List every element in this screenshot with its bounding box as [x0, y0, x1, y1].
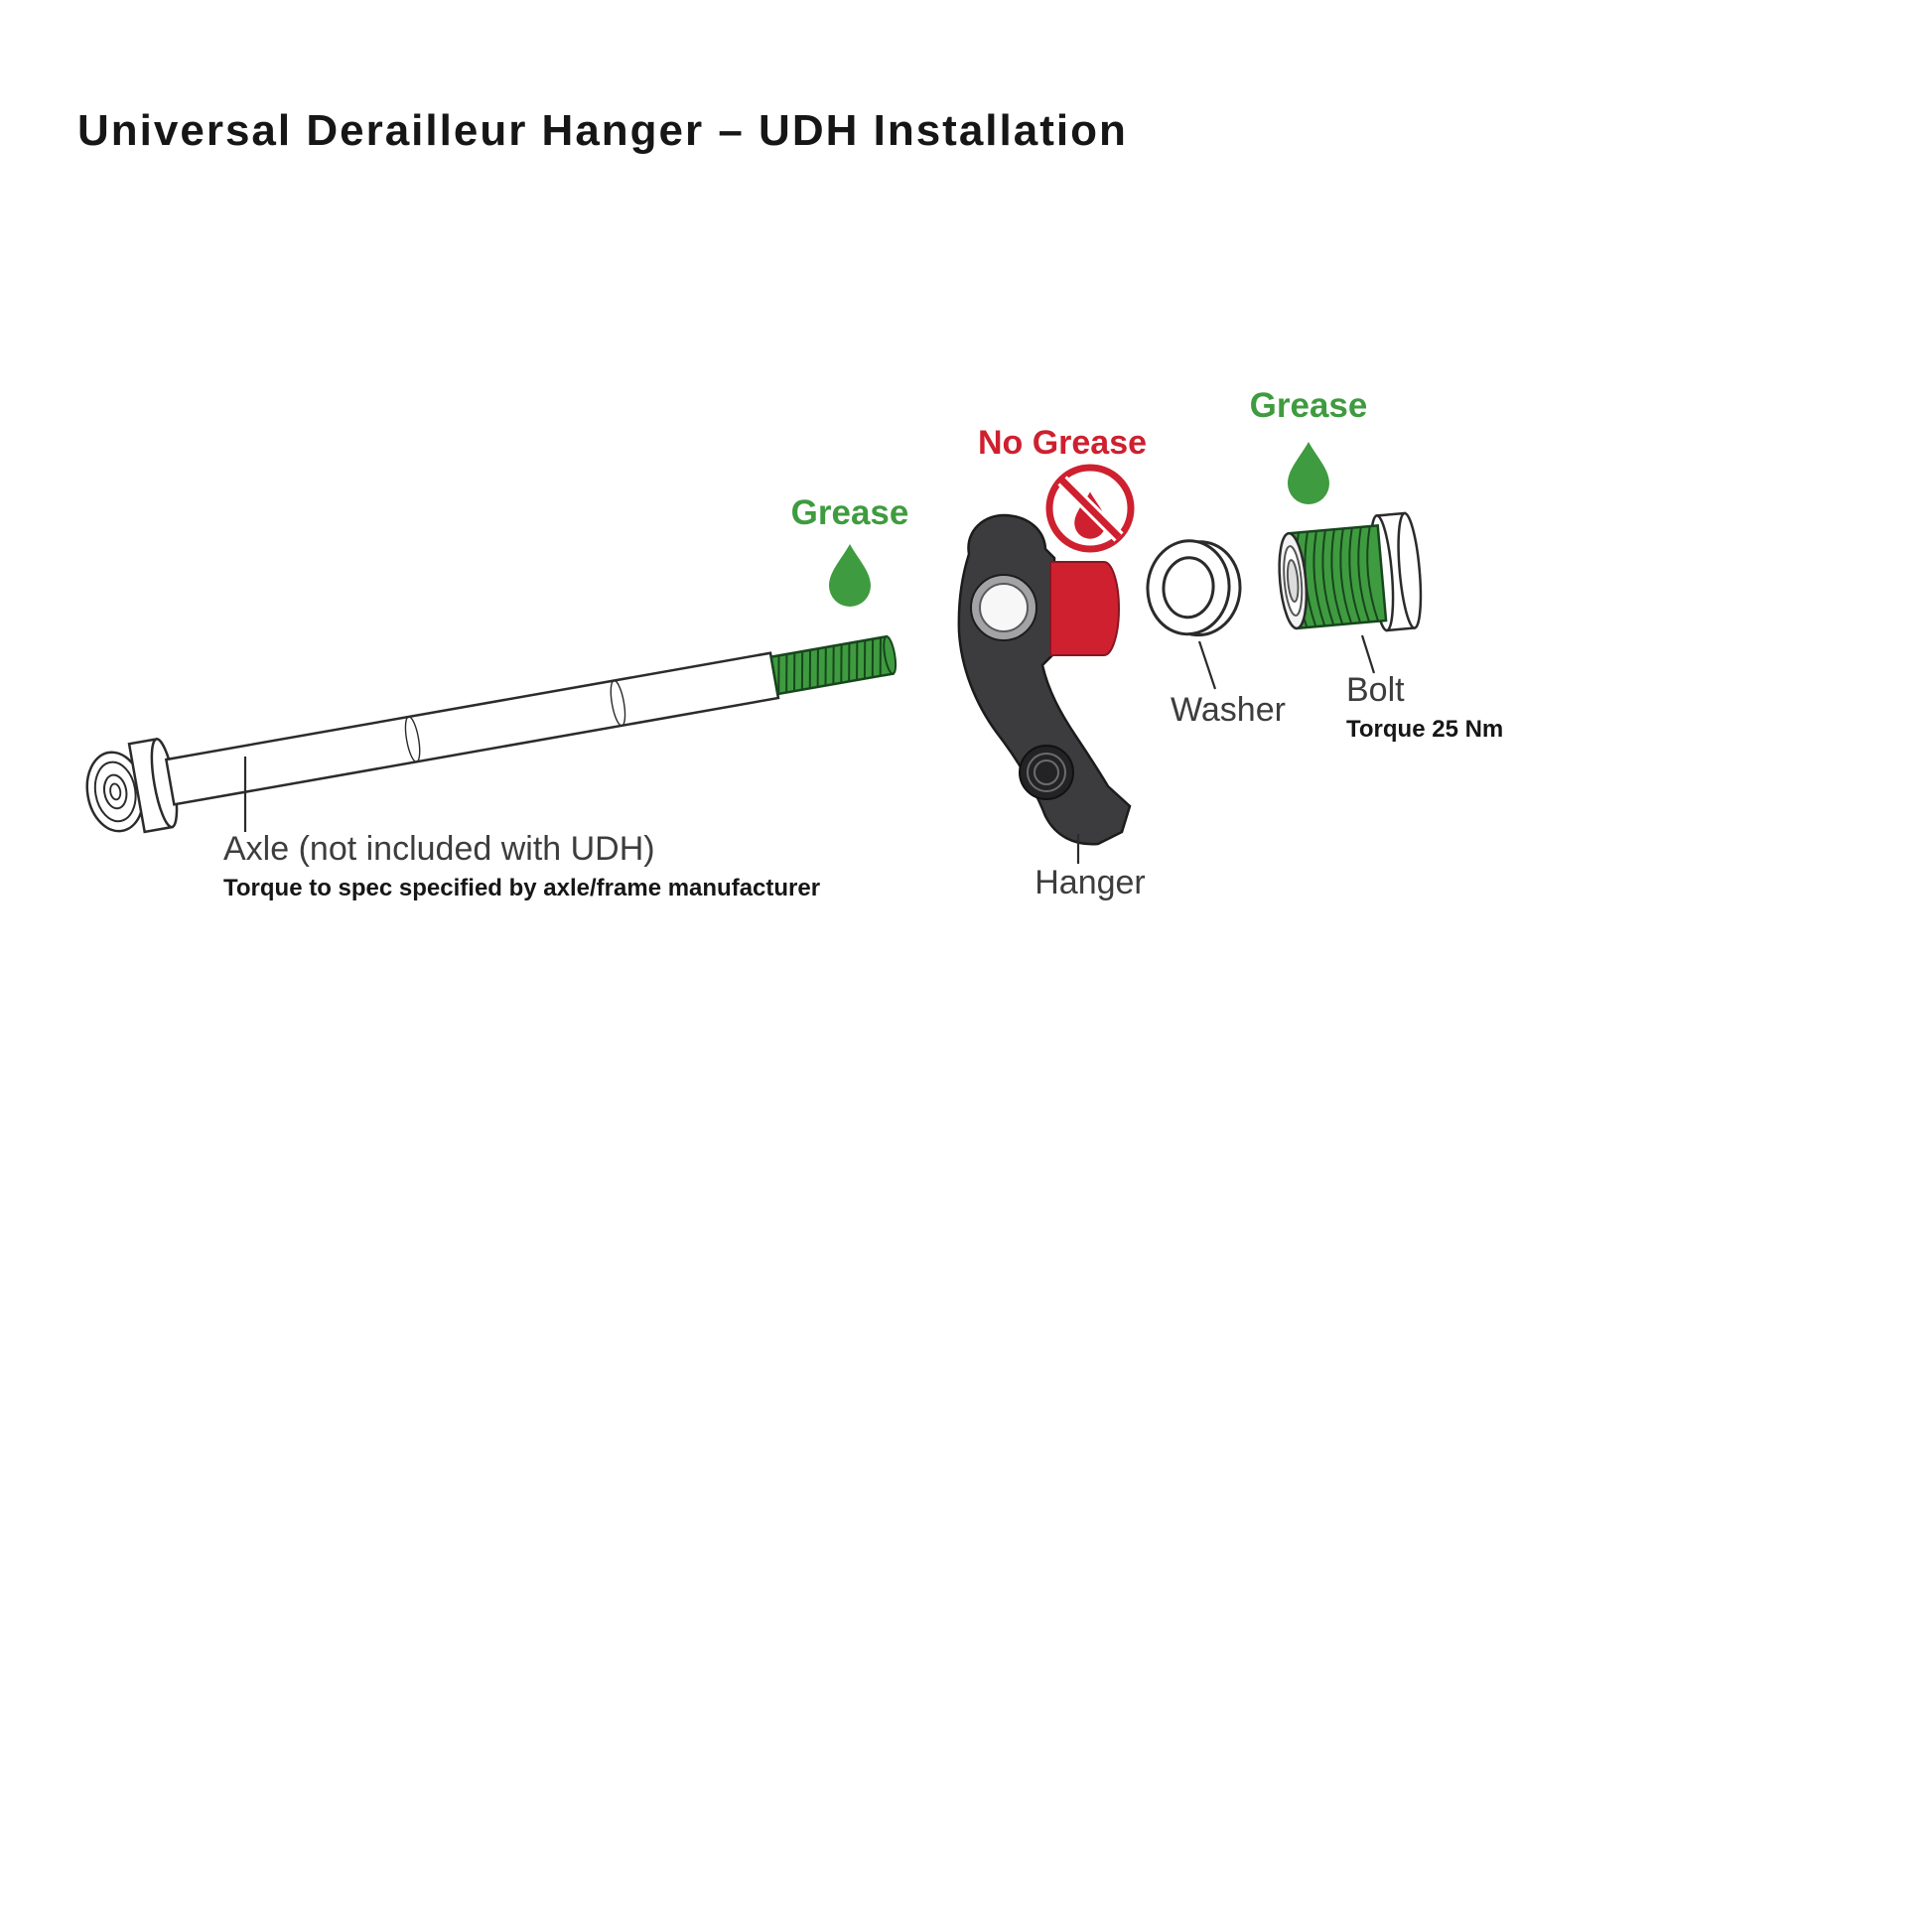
washer-leader-line [1197, 640, 1217, 690]
grease-bolt-label: Grease [1250, 386, 1368, 425]
no-grease-prohibited-droplet-icon [1045, 464, 1135, 553]
page-title: Universal Derailleur Hanger – UDH Instal… [77, 106, 1128, 155]
axle-torque-note: Torque to spec specified by axle/frame m… [223, 875, 820, 901]
bolt-illustration [1278, 511, 1423, 632]
axle-illustration [85, 634, 897, 834]
bolt-torque-note: Torque 25 Nm [1346, 716, 1503, 743]
hanger-label: Hanger [1035, 864, 1146, 901]
washer-label: Washer [1171, 691, 1286, 729]
grease-droplet-icon [829, 544, 871, 607]
bolt-label: Bolt [1346, 671, 1405, 709]
grease-droplet-icon [1288, 442, 1329, 504]
bolt-leader-line [1360, 634, 1376, 674]
hanger-illustration [957, 513, 1132, 846]
grease-axle-label: Grease [791, 493, 909, 532]
axle-label: Axle (not included with UDH) [223, 830, 655, 868]
washer-illustration [1146, 539, 1242, 637]
no-grease-label: No Grease [978, 424, 1147, 462]
